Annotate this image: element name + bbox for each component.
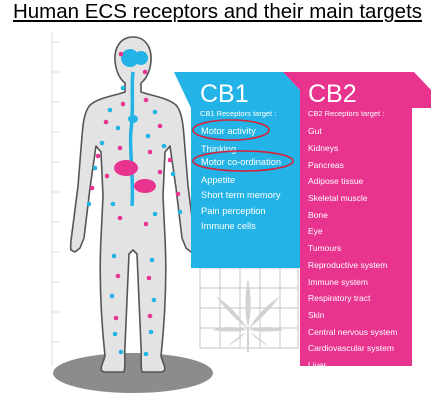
cb2-target-item: Pancreas (308, 160, 344, 170)
cb2-header-tab (283, 72, 431, 108)
cb2-target-item: Eye (308, 226, 323, 236)
cb1-target-item: Short term memory (201, 190, 281, 200)
highlight-ring-motor-coordination (192, 150, 294, 172)
cb2-target-item: Gut (308, 126, 322, 136)
cb2-target-item: Adipose tissue (308, 176, 364, 186)
cb2-target-item: Respiratory tract (308, 293, 371, 303)
cb1-heading: CB1 (200, 80, 249, 108)
cb1-target-item: Appetite (201, 175, 235, 185)
floor-shadow (53, 353, 213, 393)
cb1-target-item: Immune cells (201, 221, 256, 231)
cb2-list-bg (300, 108, 412, 366)
cb2-target-item: Skeletal muscle (308, 193, 368, 203)
cb2-subheading: CB2 Receptors target : (308, 109, 384, 118)
cb1-target-item: Pain perception (201, 206, 266, 216)
cannabis-leaf-icon (212, 278, 284, 352)
spinal-cord (128, 71, 135, 207)
cb2-panel: CB2 CB2 Receptors target : Gut Kidneys P… (283, 72, 431, 370)
liver-marker (114, 160, 138, 176)
cb2-target-item: Reproductive system (308, 260, 387, 270)
cb2-target-item: Bone (308, 210, 328, 220)
receptor-dots-cb2 (89, 51, 181, 321)
cb1-target-item: Motor co-ordination (201, 157, 281, 167)
heart-marker (128, 115, 138, 123)
page-title: Human ECS receptors and their main targe… (12, 0, 423, 23)
cb1-target-item: Motor activity (201, 126, 256, 136)
cb2-target-list: Gut Kidneys Pancreas Adipose tissue Skel… (308, 126, 397, 370)
cb1-panel: CB1 CB1 Receptors target : Motor activit… (174, 72, 300, 268)
stomach-marker (134, 179, 156, 193)
cb2-target-item: Skin (308, 310, 325, 320)
cb2-target-item: Liver (308, 360, 327, 370)
cb2-target-item: Cardiovascular system (308, 343, 394, 353)
cb2-target-item: Kidneys (308, 143, 338, 153)
cb2-heading: CB2 (308, 80, 357, 108)
cb1-list-bg (191, 108, 300, 268)
cb1-subheading: CB1 Receptors target : (200, 109, 276, 118)
receptor-dots-cb1 (86, 85, 183, 357)
cb2-target-item: Tumours (308, 243, 341, 253)
cb2-target-item: Immune system (308, 277, 368, 287)
highlight-ring-motor-activity (192, 119, 270, 141)
height-ruler (51, 32, 60, 366)
brain-marker (121, 49, 148, 67)
ecs-diagram: CB1 CB1 Receptors target : Motor activit… (51, 32, 431, 393)
cb1-target-list: Motor activity Thinking Motor co-ordinat… (201, 126, 281, 231)
cb2-target-item: Central nervous system (308, 327, 397, 337)
cb1-target-item: Thinking (201, 144, 236, 154)
cb1-header-tab (174, 72, 300, 108)
